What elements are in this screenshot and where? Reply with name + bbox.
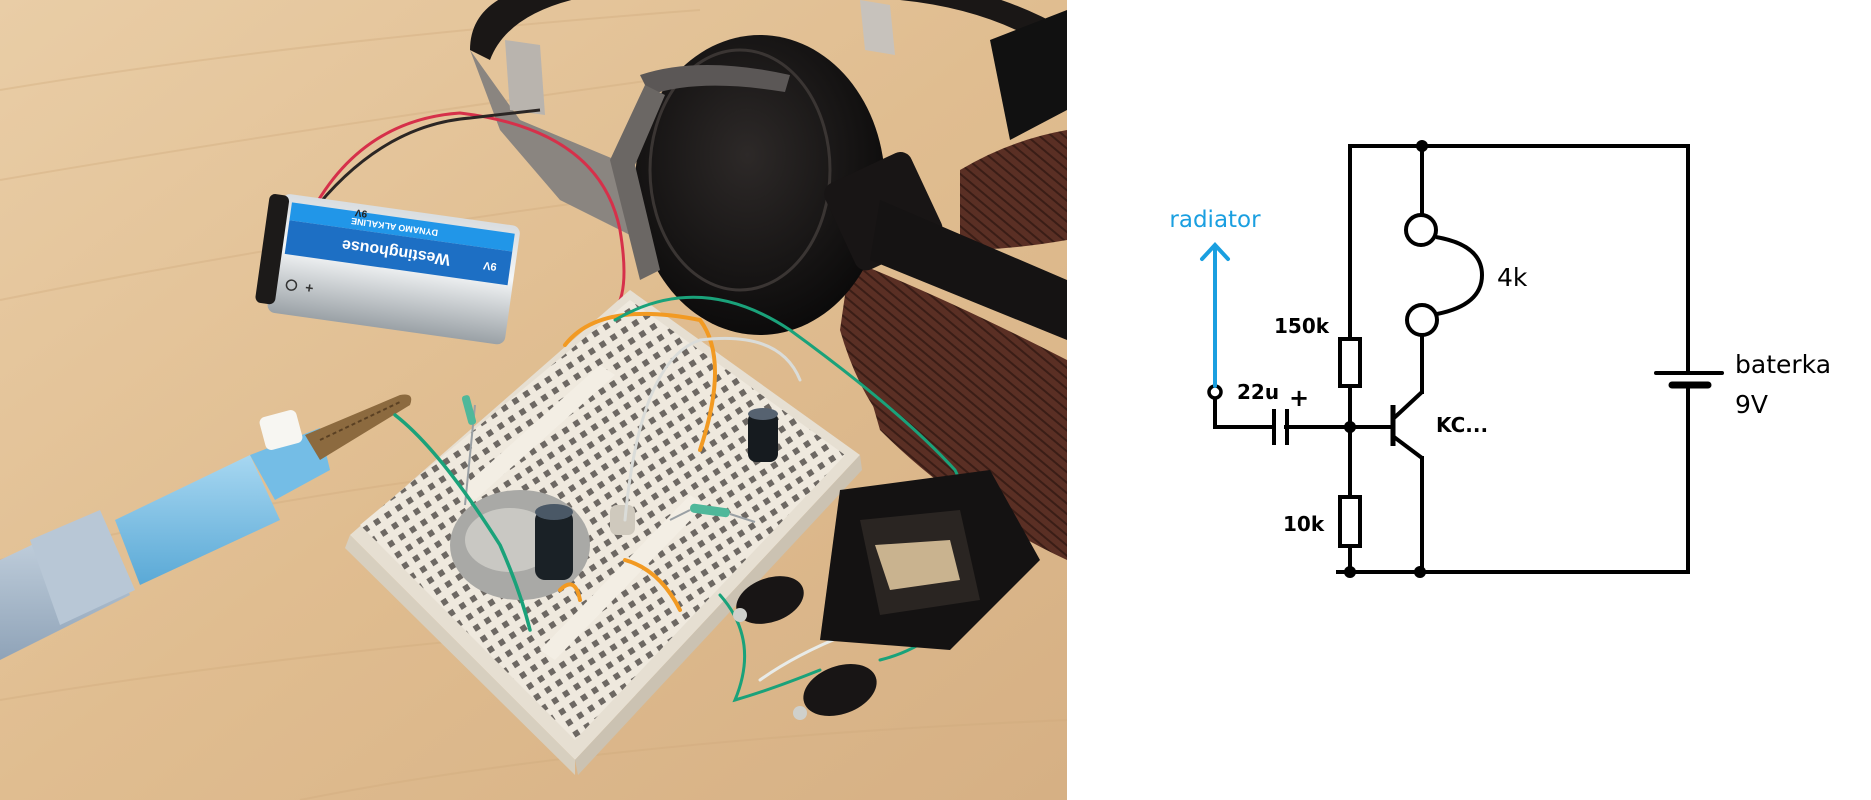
battery-voltage-top-text: 9V (354, 206, 368, 219)
headphone-earcup (635, 35, 885, 335)
headphone-plug (733, 470, 1040, 720)
battery-symbol (1654, 371, 1724, 389)
junction-base (1344, 421, 1356, 433)
battery-9v: Westinghouse DYNAMO ALKALINE 9V 9V + (255, 194, 520, 345)
resistor-150k (1338, 337, 1362, 388)
label-battery-voltage: 9V (1735, 390, 1768, 419)
junction-bottom-left (1344, 566, 1356, 578)
headphones-symbol (1404, 213, 1485, 337)
battery-voltage-text: 9V (482, 259, 498, 273)
label-transistor: KC... (1436, 413, 1488, 437)
circuit-photo: Westinghouse DYNAMO ALKALINE 9V 9V + (0, 0, 1067, 800)
input-terminal (1207, 384, 1223, 400)
label-radiator: radiator (1169, 207, 1261, 233)
label-headphones: 4k (1497, 263, 1528, 292)
battery-red-wire (308, 111, 626, 311)
label-capacitor-value: 22u (1237, 380, 1279, 404)
label-resistor-150k: 150k (1274, 314, 1330, 338)
battery-terminal-icon (285, 279, 298, 291)
antenna-arrow-icon (1200, 242, 1230, 388)
breadboard-components (450, 395, 778, 600)
headphones (470, 0, 1067, 560)
label-resistor-10k: 10k (1283, 512, 1325, 536)
breadboard (345, 290, 862, 775)
label-capacitor-polarity: + (1289, 384, 1309, 412)
junction-bottom-right (1414, 566, 1426, 578)
battery-plus-mark: + (304, 279, 314, 296)
battery-black-wire (308, 108, 541, 216)
transistor-npn (1390, 390, 1424, 460)
junction-top (1416, 140, 1428, 152)
label-battery: baterka (1735, 350, 1831, 379)
resistor-10k (1338, 495, 1362, 548)
capacitor-22u (1272, 409, 1289, 445)
junction-dots (1344, 140, 1428, 578)
probe-with-clip (0, 394, 412, 660)
